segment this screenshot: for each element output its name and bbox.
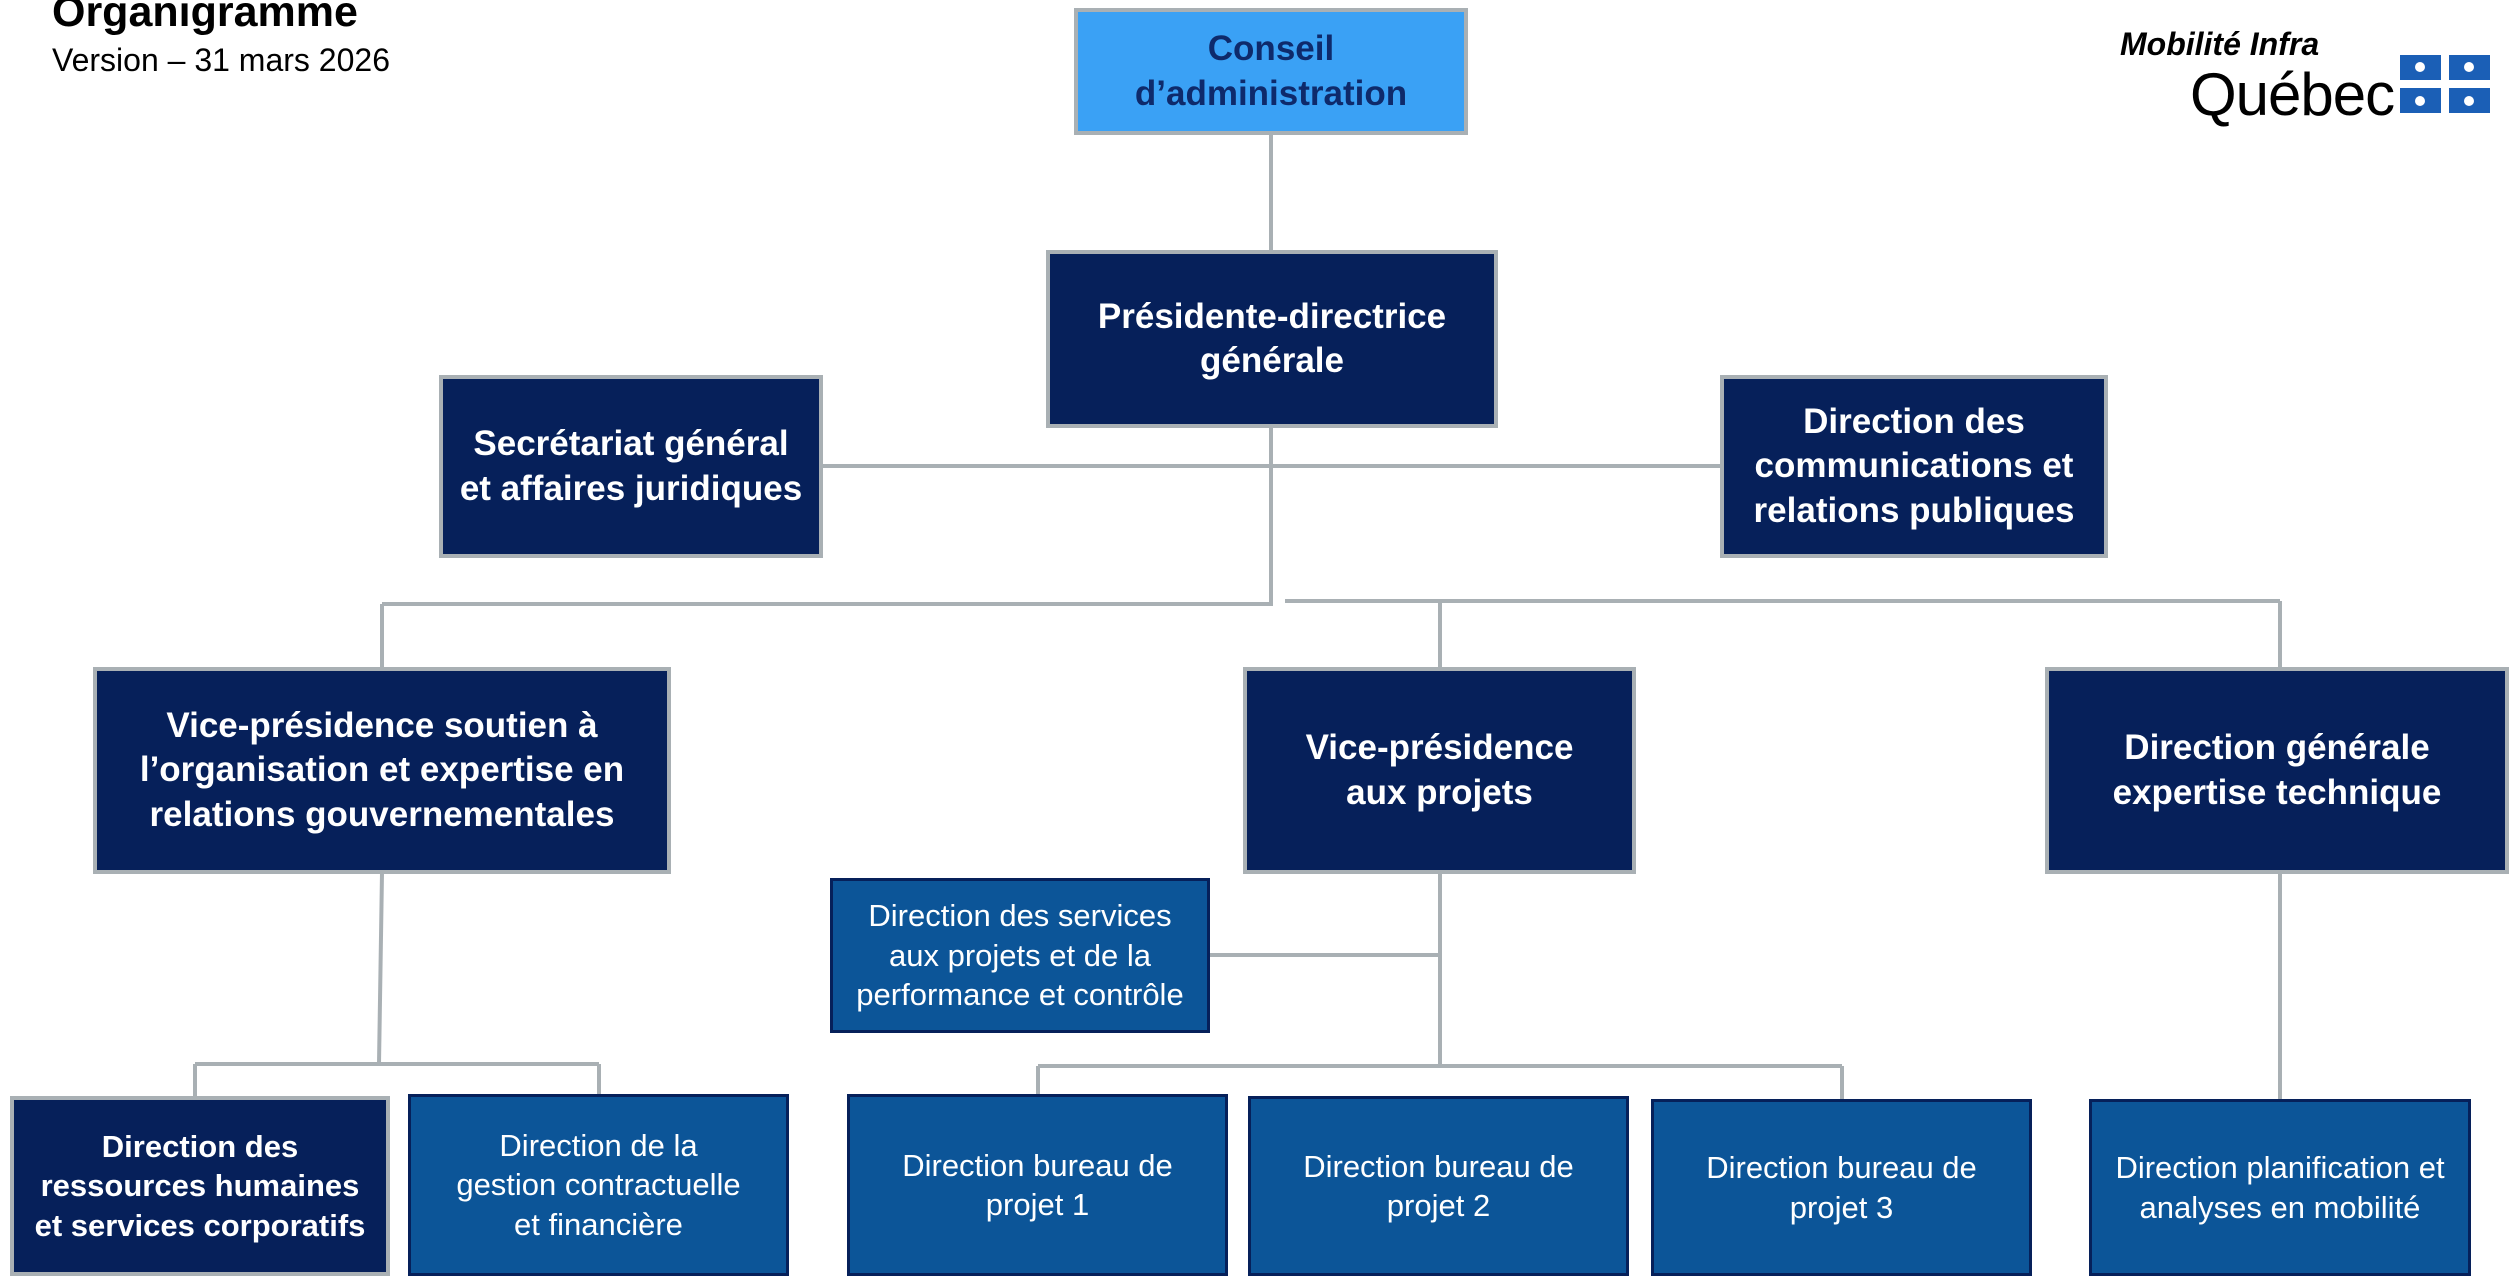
- vp-support-label: Vice-présidence soutien à l’organisation…: [139, 705, 625, 834]
- organization-logo: Mobilité Infra Québec: [2110, 22, 2490, 128]
- contracts-box: Direction de la gestion contractuelle et…: [408, 1094, 789, 1276]
- vp-support-box: Vice-présidence soutien à l’organisation…: [93, 667, 671, 874]
- dg-expertise-label: Direction générale expertise technique: [2112, 728, 2442, 812]
- logo-line2: Québec: [2190, 61, 2395, 128]
- president-box: Présidente-directrice générale: [1046, 250, 1498, 428]
- contracts-label: Direction de la gestion contractuelle et…: [456, 1127, 741, 1242]
- page-title: Organigramme: [52, 0, 358, 36]
- services-projects-label: Direction des services aux projets et de…: [856, 898, 1184, 1013]
- dg-expertise-box: Direction générale expertise technique: [2045, 667, 2509, 874]
- board-box: Conseil d’administration: [1074, 8, 1468, 135]
- planning-box: Direction planification et analyses en m…: [2089, 1099, 2471, 1276]
- bureau1-box: Direction bureau de projet 1: [847, 1094, 1228, 1276]
- bureau1-label: Direction bureau de projet 1: [902, 1147, 1173, 1222]
- vp-projects-box: Vice-présidence aux projets: [1243, 667, 1636, 874]
- bureau2-label: Direction bureau de projet 2: [1303, 1148, 1574, 1223]
- secretariat-box: Secrétariat général et affaires juridiqu…: [439, 375, 823, 558]
- bureau2-box: Direction bureau de projet 2: [1248, 1096, 1629, 1276]
- board-label: Conseil d’administration: [1134, 29, 1408, 113]
- services-projects-box: Direction des services aux projets et de…: [830, 878, 1210, 1033]
- hr-label: Direction des ressources humaines et ser…: [34, 1128, 366, 1243]
- communications-label: Direction des communications et relation…: [1753, 401, 2075, 530]
- secretariat-label: Secrétariat général et affaires juridiqu…: [459, 424, 803, 508]
- vp-projects-label: Vice-présidence aux projets: [1305, 728, 1574, 812]
- president-label: Présidente-directrice générale: [1097, 296, 1447, 380]
- hr-box: Direction des ressources humaines et ser…: [10, 1096, 390, 1276]
- bureau3-box: Direction bureau de projet 3: [1651, 1099, 2032, 1276]
- logo-line1: Mobilité Infra: [2120, 26, 2320, 62]
- communications-box: Direction des communications et relation…: [1720, 375, 2108, 558]
- version-date: Version – 31 mars 2026: [52, 42, 390, 78]
- quebec-flag-icon: [2400, 55, 2490, 113]
- planning-label: Direction planification et analyses en m…: [2115, 1150, 2445, 1225]
- bureau3-label: Direction bureau de projet 3: [1706, 1150, 1977, 1225]
